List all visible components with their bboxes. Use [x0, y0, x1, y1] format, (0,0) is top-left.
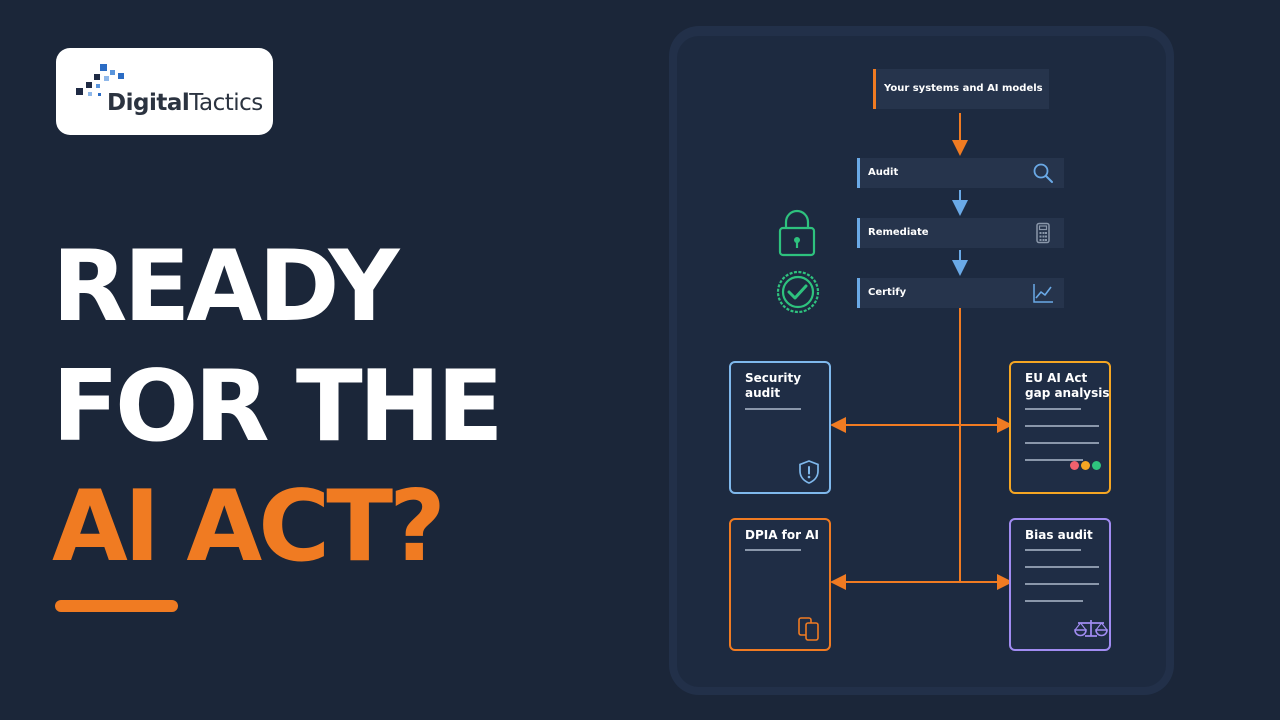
green-dot — [1092, 461, 1101, 470]
step-label: Remediate — [868, 227, 929, 238]
scale-icon — [1074, 620, 1108, 637]
lock-icon — [778, 209, 816, 257]
card-title: EU AI Act gap analysis — [1025, 371, 1110, 400]
step-label: Audit — [868, 167, 899, 178]
card-bias-audit: Bias audit — [1009, 518, 1111, 651]
step-remediate: Remediate — [857, 218, 1064, 248]
step-audit: Audit — [857, 158, 1064, 188]
card-title: Bias audit — [1025, 528, 1093, 542]
card-title-rule — [1025, 549, 1081, 551]
documents-icon — [798, 617, 819, 641]
logo-brand-rest: Tactics — [189, 90, 263, 116]
card-text-line — [1025, 442, 1099, 444]
card-title: DPIA for AI — [745, 528, 819, 542]
step-label: Your systems and AI models — [884, 83, 1043, 94]
card-title: Security audit — [745, 371, 802, 400]
headline-underline — [55, 600, 178, 612]
logo-wordmark: DigitalTactics — [107, 90, 263, 116]
calculator-icon — [1036, 222, 1050, 244]
line-chart-icon — [1033, 284, 1053, 303]
headline-line-2: FOR THE — [52, 350, 504, 464]
search-icon — [1033, 163, 1053, 183]
headline-line-3: AI ACT? — [52, 470, 446, 584]
step-certify: Certify — [857, 278, 1064, 308]
card-text-line — [1025, 583, 1099, 585]
logo: DigitalTactics — [56, 48, 273, 135]
step-systems-models: Your systems and AI models — [873, 69, 1049, 109]
card-security-audit: Security audit — [729, 361, 831, 494]
card-dpia-for-ai: DPIA for AI — [729, 518, 831, 651]
card-text-line — [1025, 425, 1099, 427]
logo-pixel-icon — [76, 64, 124, 96]
logo-brand-bold: Digital — [107, 90, 190, 116]
amber-dot — [1081, 461, 1090, 470]
status-dots — [1068, 455, 1101, 474]
card-text-line — [1025, 600, 1083, 602]
card-text-line — [1025, 459, 1083, 461]
card-text-line — [1025, 566, 1099, 568]
card-title-rule — [745, 408, 801, 410]
red-dot — [1070, 461, 1079, 470]
card-title-rule — [1025, 408, 1081, 410]
check-circle-icon — [776, 270, 820, 314]
card-eu-ai-act-gap-analysis: EU AI Act gap analysis — [1009, 361, 1111, 494]
step-label: Certify — [868, 287, 907, 298]
headline-line-1: READY — [52, 230, 399, 344]
shield-alert-icon — [799, 460, 819, 484]
card-title-rule — [745, 549, 801, 551]
